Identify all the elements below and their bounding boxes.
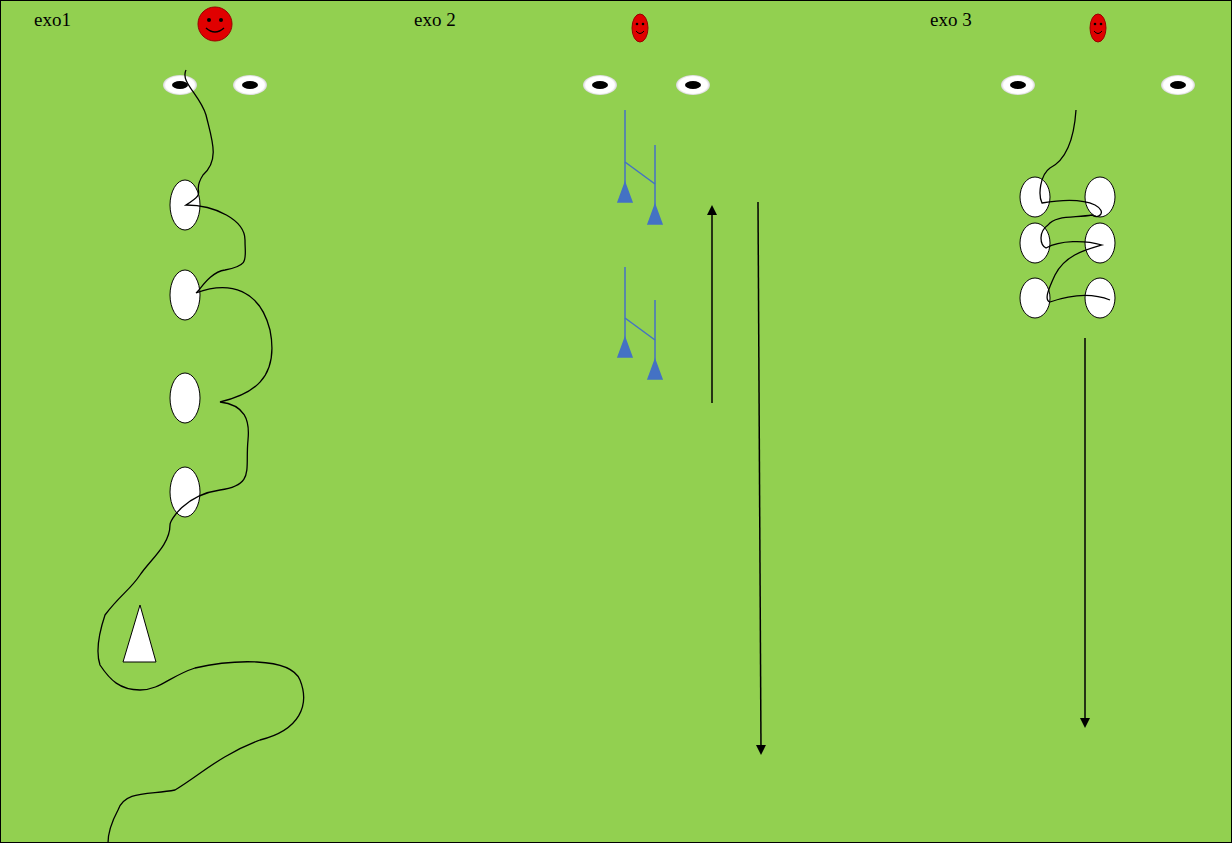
exercise-label: exo1	[34, 10, 71, 31]
exercise-label: exo 3	[930, 10, 972, 31]
exercise-label: exo 2	[414, 10, 456, 31]
exercise-1	[98, 7, 304, 843]
exercise-3	[1001, 14, 1195, 723]
exercise-2	[583, 14, 761, 750]
